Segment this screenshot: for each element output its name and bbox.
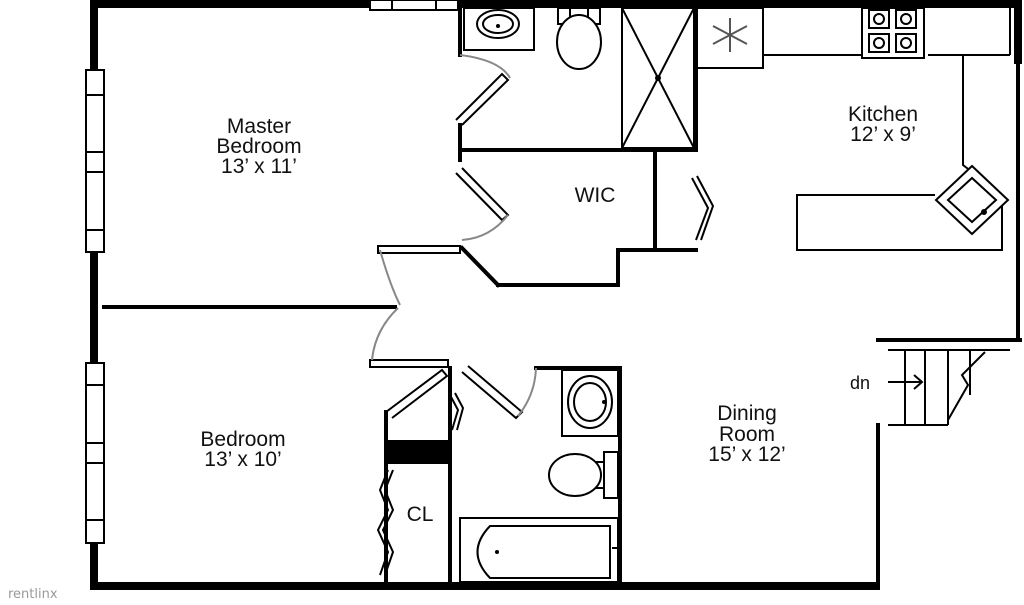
closet-name: CL xyxy=(407,503,434,526)
kitchen-size: 12’ x 9’ xyxy=(850,123,916,146)
window-bedroom xyxy=(85,362,105,544)
door-master-bath xyxy=(455,54,511,126)
master-bedroom-name-1: Master xyxy=(227,115,291,138)
toilet-icon xyxy=(556,7,602,70)
sink-icon xyxy=(463,7,535,51)
interior-walls xyxy=(102,6,880,590)
door-closet-bifold xyxy=(376,392,465,576)
door-bath xyxy=(461,365,537,420)
refrigerator xyxy=(696,7,764,69)
closet-shelf xyxy=(386,440,450,464)
toilet-icon-2 xyxy=(548,451,619,499)
stairs xyxy=(888,349,1010,426)
dining-name-2: Room xyxy=(719,423,775,446)
wic-name: WIC xyxy=(575,184,616,207)
sink-icon-2 xyxy=(561,369,619,437)
room-master-bedroom: Master Bedroom 13’ x 11’ xyxy=(216,115,301,178)
room-dining: Dining Room 15’ x 12’ xyxy=(708,402,785,466)
window-top xyxy=(369,0,459,11)
room-kitchen: Kitchen 12’ x 9’ xyxy=(848,103,918,146)
stairs-label: dn xyxy=(850,373,870,393)
watermark: rentlinx xyxy=(8,587,58,602)
bedroom-size: 13’ x 10’ xyxy=(204,448,281,471)
kitchen-name: Kitchen xyxy=(848,103,918,126)
room-closet: CL xyxy=(407,503,434,526)
door-master xyxy=(377,245,461,306)
counter-top xyxy=(763,8,1011,251)
kitchen-wall xyxy=(876,58,1022,342)
bathtub-icon xyxy=(459,517,619,583)
stove-burners-icon xyxy=(861,7,925,59)
shower-icon xyxy=(621,7,695,149)
door-closet-bedroom xyxy=(385,368,449,419)
room-bedroom: Bedroom 13’ x 10’ xyxy=(200,428,285,471)
dining-name-1: Dining xyxy=(717,402,777,425)
master-bedroom-size: 13’ x 11’ xyxy=(221,155,297,178)
door-wic-bifold xyxy=(691,175,715,241)
room-wic: WIC xyxy=(575,184,616,207)
master-bedroom-name-2: Bedroom xyxy=(216,135,301,158)
window-master xyxy=(85,69,105,253)
dining-size: 15’ x 12’ xyxy=(708,443,785,466)
bedroom-name: Bedroom xyxy=(200,428,285,451)
exterior-walls xyxy=(90,0,1022,590)
door-wic xyxy=(455,167,510,241)
door-bedroom xyxy=(369,307,449,368)
snowflake-icon xyxy=(712,18,748,52)
kitchen-sink-icon xyxy=(934,164,1010,236)
